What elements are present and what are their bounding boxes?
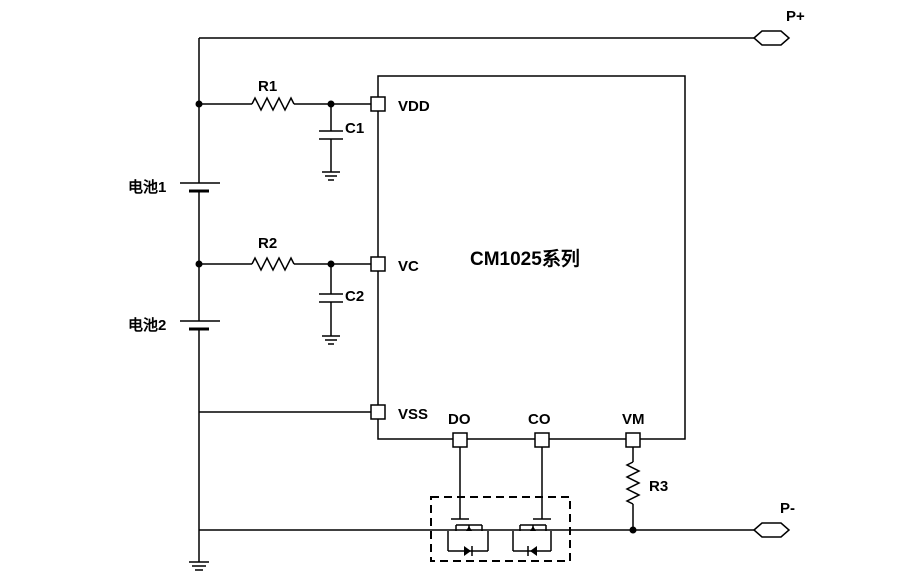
c1-label: C1 xyxy=(345,120,364,137)
p-minus-connector xyxy=(752,522,791,538)
battery-1-symbol xyxy=(180,182,220,193)
ground-symbol-main xyxy=(189,561,209,571)
ic-name: CM1025系列 xyxy=(470,248,580,270)
pin-vss-label: VSS xyxy=(398,406,428,423)
resistor-r3 xyxy=(625,461,641,505)
pin-do-label: DO xyxy=(448,411,471,428)
battery-2-symbol xyxy=(180,320,220,331)
capacitor-c1 xyxy=(319,104,343,172)
mosfet-discharge xyxy=(447,518,489,556)
pin-co-label: CO xyxy=(528,411,551,428)
r3-label: R3 xyxy=(649,478,668,495)
r1-label: R1 xyxy=(258,78,277,95)
pin-vc xyxy=(370,256,386,272)
mosfet-charge xyxy=(512,518,552,556)
p-plus-connector xyxy=(752,30,791,46)
pin-do xyxy=(452,432,468,448)
pin-vdd xyxy=(370,96,386,112)
ground-symbol-c2 xyxy=(322,335,340,345)
pin-co xyxy=(534,432,550,448)
pin-vc-label: VC xyxy=(398,258,419,275)
p-minus-label: P- xyxy=(780,500,795,517)
pin-vm-label: VM xyxy=(622,411,645,428)
p-plus-label: P+ xyxy=(786,8,805,25)
capacitor-c2 xyxy=(319,264,343,336)
junction-dot xyxy=(629,526,637,534)
resistor-r2 xyxy=(251,256,295,272)
r2-label: R2 xyxy=(258,235,277,252)
ground-symbol-c1 xyxy=(322,171,340,181)
battery-1-label: 电池1 xyxy=(128,178,166,196)
resistor-r1 xyxy=(251,96,295,112)
pin-vdd-label: VDD xyxy=(398,98,430,115)
ic-body xyxy=(377,75,686,440)
mosfet-group-box xyxy=(430,496,571,562)
c2-label: C2 xyxy=(345,288,364,305)
battery-2-label: 电池2 xyxy=(128,316,166,334)
pin-vss xyxy=(370,404,386,420)
pin-vm xyxy=(625,432,641,448)
